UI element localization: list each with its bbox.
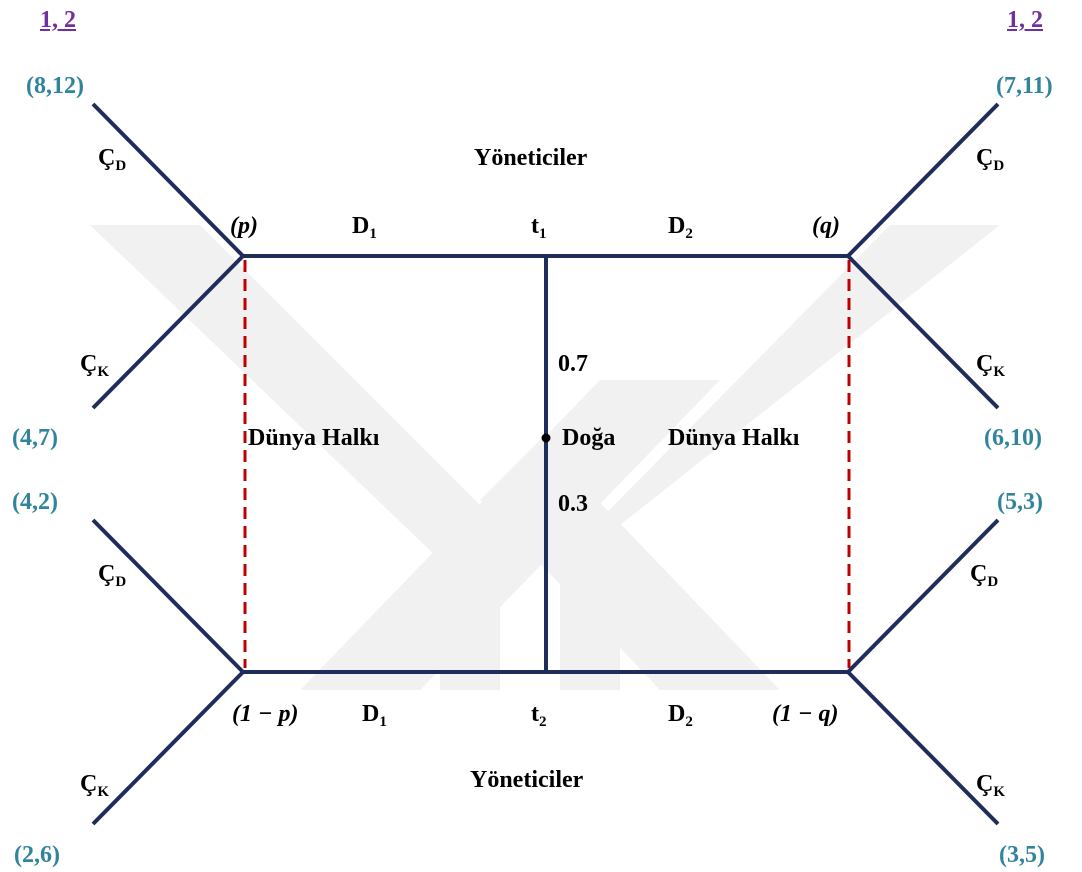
action-top-left-cd: ÇD [98, 145, 127, 174]
action-bottom-left-ck: ÇK [80, 771, 110, 800]
type-t2: t2 [531, 701, 547, 730]
payoff-top-left-lower: (4,7) [12, 425, 58, 451]
edge-bottom-left-cd [91, 518, 245, 674]
players-header-right: 1, 2 [1007, 7, 1043, 33]
action-top-d1: D1 [352, 213, 377, 242]
edge-top-left-ck [91, 254, 245, 410]
type-t1: t1 [531, 213, 547, 242]
payoff-bottom-left-lower: (2,6) [14, 842, 60, 868]
payoff-bottom-left-upper: (4,2) [12, 489, 58, 515]
nature-node [541, 433, 551, 443]
info-set-left-label: Dünya Halkı [248, 425, 380, 451]
payoff-bottom-right-lower: (3,5) [999, 842, 1045, 868]
probability-upper: 0.7 [558, 351, 588, 377]
action-bottom-d2: D2 [668, 701, 693, 730]
edge-top-right-ck [846, 254, 1000, 410]
action-bottom-left-cd: ÇD [98, 561, 127, 590]
action-bottom-d1: D1 [362, 701, 387, 730]
action-top-left-ck: ÇK [80, 351, 110, 380]
info-set-right-label: Dünya Halkı [668, 425, 800, 451]
edge-top-left-cd [91, 102, 245, 258]
belief-q: (q) [812, 213, 840, 239]
payoff-top-right-lower: (6,10) [984, 425, 1042, 451]
belief-p: (p) [230, 213, 258, 239]
action-top-right-ck: ÇK [976, 351, 1006, 380]
action-top-right-cd: ÇD [976, 145, 1005, 174]
action-bottom-right-cd: ÇD [970, 561, 999, 590]
edge-top-right-cd [846, 102, 1000, 258]
belief-one-minus-q: (1 − q) [772, 701, 839, 727]
edge-bottom-left-ck [91, 670, 245, 826]
players-header-left: 1, 2 [40, 7, 76, 33]
nature-label: Doğa [562, 425, 616, 451]
payoff-top-left-upper: (8,12) [26, 73, 84, 99]
edge-bottom-right-cd [846, 518, 1000, 674]
player-top-yoneticiler: Yöneticiler [474, 145, 588, 171]
action-bottom-right-ck: ÇK [976, 771, 1006, 800]
payoff-top-right-upper: (7,11) [996, 73, 1053, 99]
probability-lower: 0.3 [558, 491, 588, 517]
payoff-bottom-right-upper: (5,3) [997, 489, 1043, 515]
action-top-d2: D2 [668, 213, 693, 242]
belief-one-minus-p: (1 − p) [232, 701, 299, 727]
player-bottom-yoneticiler: Yöneticiler [470, 767, 584, 793]
edge-bottom-right-ck [846, 670, 1000, 826]
